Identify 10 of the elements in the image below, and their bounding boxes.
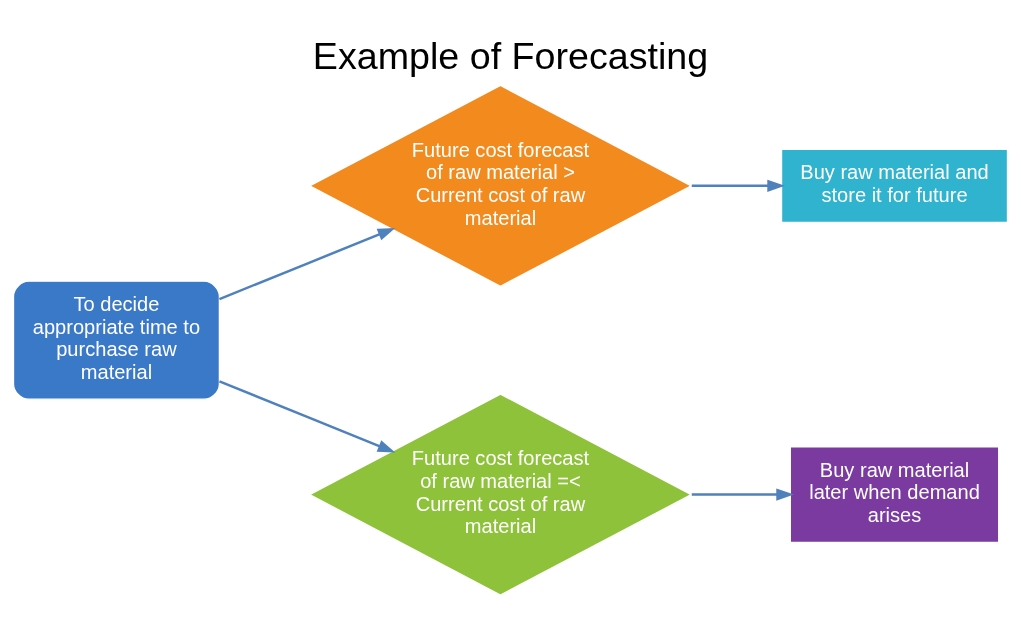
arrow bbox=[691, 488, 794, 501]
node-diamond: Future cost forecast of raw material =< Current cost of raw material bbox=[308, 393, 693, 596]
arrow bbox=[691, 179, 785, 193]
node-box: Buy raw material later when demand arises bbox=[789, 446, 1000, 543]
node-box: To decide appropriate time to purchase raw material bbox=[12, 280, 220, 400]
arrow bbox=[218, 380, 396, 453]
node-box: Buy raw material and store it for future bbox=[780, 148, 1009, 223]
diagram-title: Example of Forecasting bbox=[312, 35, 709, 78]
node-diamond: Future cost forecast of raw material > Current cost of raw material bbox=[308, 84, 693, 287]
arrow bbox=[218, 227, 396, 301]
